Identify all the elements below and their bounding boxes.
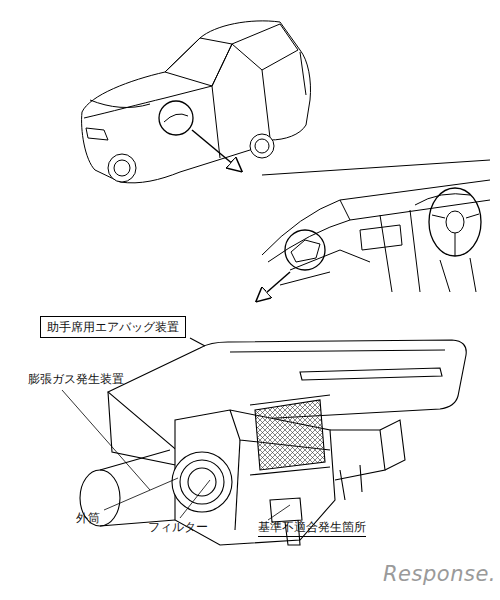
label-box: 助手席用エアバッグ装置 [40, 316, 186, 338]
part-label: 基準不適合発生箇所 [258, 520, 366, 537]
part-label: 膨張ガス発生装置 [28, 372, 124, 386]
airbag-module [62, 338, 466, 545]
interior-view [258, 160, 490, 300]
watermark: Response. [383, 562, 496, 586]
part-label: フィルター [148, 520, 208, 534]
part-label: 外筒 [76, 511, 100, 525]
car-outline [82, 21, 311, 183]
part-name: 助手席用エアバッグ装置 [47, 320, 179, 334]
